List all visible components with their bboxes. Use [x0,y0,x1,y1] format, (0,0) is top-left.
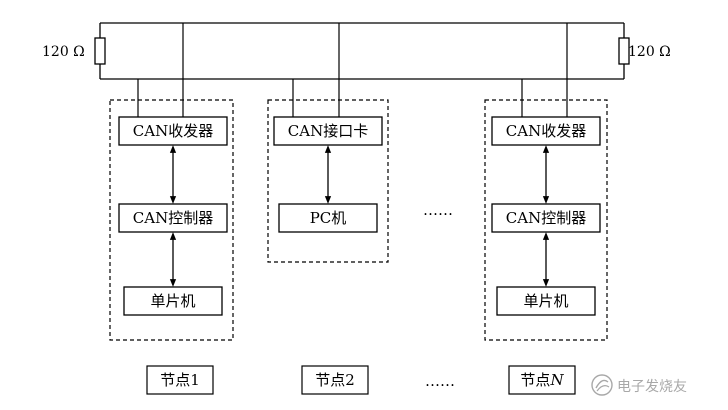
watermark-text: 电子发烧友 [617,379,687,395]
node-1-boundary [109,99,234,341]
node-n-caption-box [508,365,576,395]
node-2-pc-label: PC机 [310,209,347,227]
node-2-caption-box [301,365,369,395]
watermark-logo-icon [591,374,613,396]
node-1-caption: 节点1 [160,371,200,389]
node-n-mcu-box [496,286,596,316]
node-n-boundary [484,99,608,341]
node-2-interface-card-box [273,116,383,146]
node-1-mcu-box [123,286,223,316]
node-n-transceiver-label: CAN收发器 [506,122,586,140]
node-1-mcu-label: 单片机 [150,292,195,310]
node-2: CAN接口卡 PC机 节点2 [267,23,389,395]
node-2-pc-box [278,203,378,233]
node-2-interface-card-label: CAN接口卡 [288,122,368,140]
node-1-controller-label: CAN控制器 [133,209,213,227]
node-1-transceiver-box [118,116,228,146]
resistor-right-label: 120 Ω [628,44,671,60]
node-n-controller-label: CAN控制器 [506,209,586,227]
node-2-caption: 节点2 [315,371,355,389]
node-2-boundary [267,99,389,263]
terminator-right: 120 Ω [618,23,671,79]
node-1-caption-box [146,365,214,395]
ellipsis-bottom: …… [425,372,455,390]
terminator-left: 120 Ω [42,23,106,79]
node-1: CAN收发器 CAN控制器 单片机 节点1 [109,23,234,395]
node-1-transceiver-label: CAN收发器 [133,122,213,140]
node-n-caption: 节点N [520,371,564,389]
resistor-left-label: 120 Ω [42,44,85,60]
node-n: CAN收发器 CAN控制器 单片机 节点N [484,23,608,395]
node-n-transceiver-box [491,116,601,146]
watermark: 电子发烧友 [591,374,687,396]
ellipsis-middle: …… [423,201,453,219]
node-n-controller-box [491,203,601,233]
node-1-controller-box [118,203,228,233]
node-n-mcu-label: 单片机 [523,292,568,310]
